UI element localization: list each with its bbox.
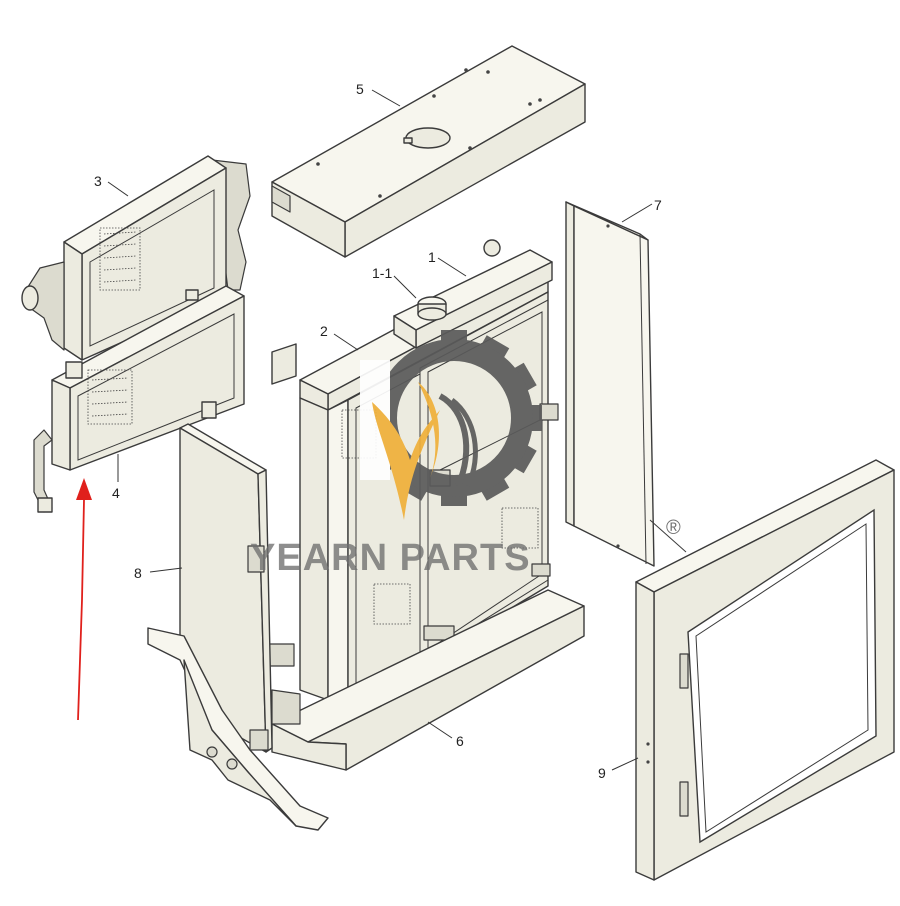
airflow-arrow (76, 478, 92, 721)
callout-6: 6 (456, 733, 464, 749)
callout-1-1: 1-1 (372, 265, 392, 281)
part-8-side-bracket (147, 423, 329, 831)
callout-1: 1 (428, 249, 436, 265)
part-5-top-cover (271, 45, 586, 258)
registered-mark: ® (666, 517, 681, 539)
watermark-logo: YEARN PARTS ® (250, 330, 681, 579)
callout-5: 5 (356, 81, 364, 97)
leader-lines (107, 89, 653, 771)
watermark-brand: YEARN PARTS (250, 537, 531, 579)
part-4-lower-cooler (33, 285, 245, 513)
arrow-shaft (77, 499, 85, 721)
part-7-side-panel (565, 201, 687, 567)
part-9-door-panel (635, 459, 895, 881)
upper-cooler-grille (99, 227, 141, 291)
arrow-up-icon (76, 478, 92, 500)
callout-4: 4 (112, 485, 120, 501)
callout-8: 8 (134, 565, 142, 581)
callout-7: 7 (654, 197, 662, 213)
callout-2: 2 (320, 323, 328, 339)
flame-icon (372, 382, 478, 520)
callout-9: 9 (598, 765, 606, 781)
part-6-bottom-tray (271, 589, 585, 771)
lower-cooler-grille (87, 369, 133, 425)
callout-3: 3 (94, 173, 102, 189)
callout-labels: 5 3 7 1 1-1 2 4 8 6 9 (94, 81, 662, 781)
part-1-1-radiator-cap (417, 296, 447, 321)
